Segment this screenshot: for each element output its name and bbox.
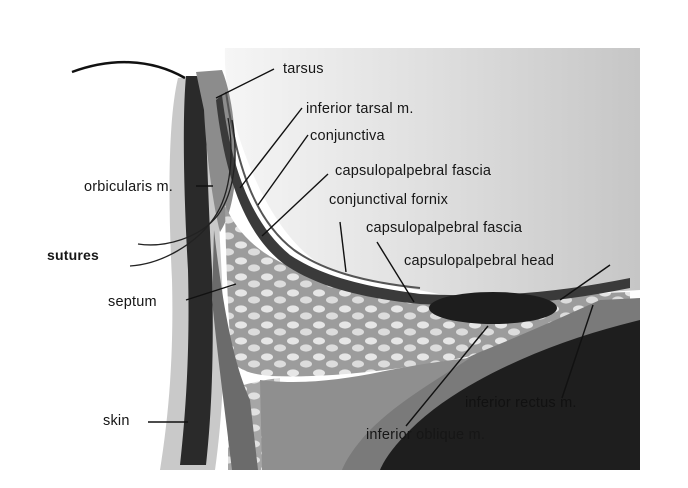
- suture-2: [129, 117, 232, 267]
- label-inferior-rectus: inferior rectus m.: [465, 395, 577, 411]
- globe-shading: [224, 48, 641, 300]
- capsulopalpebral-head-shape: [429, 292, 557, 324]
- inferior-oblique-shape: [260, 358, 470, 470]
- septum-band: [212, 230, 258, 470]
- label-inferior-oblique: inferior oblique m.: [366, 427, 486, 443]
- label-tarsus: tarsus: [283, 61, 324, 77]
- label-capsulopalpebral-head: capsulopalpebral head: [404, 253, 555, 269]
- label-skin: skin: [103, 413, 130, 429]
- label-conjunctival-fornix: conjunctival fornix: [329, 192, 449, 208]
- label-capsulopalpebral-fascia-upper: capsulopalpebral fascia: [335, 163, 492, 179]
- eyelash: [71, 60, 186, 80]
- conjunctiva-line: [225, 91, 421, 289]
- orbicularis-muscle: [180, 76, 213, 465]
- suture-1: [137, 119, 236, 246]
- label-capsulopalpebral-fascia-lower: capsulopalpebral fascia: [366, 220, 523, 236]
- label-septum: septum: [108, 294, 157, 310]
- label-inferior-tarsal: inferior tarsal m.: [306, 101, 414, 117]
- leader-lines: [148, 68, 611, 427]
- label-sutures: sutures: [47, 247, 99, 263]
- label-conjunctiva: conjunctiva: [310, 128, 385, 144]
- label-orbicularis: orbicularis m.: [84, 179, 174, 195]
